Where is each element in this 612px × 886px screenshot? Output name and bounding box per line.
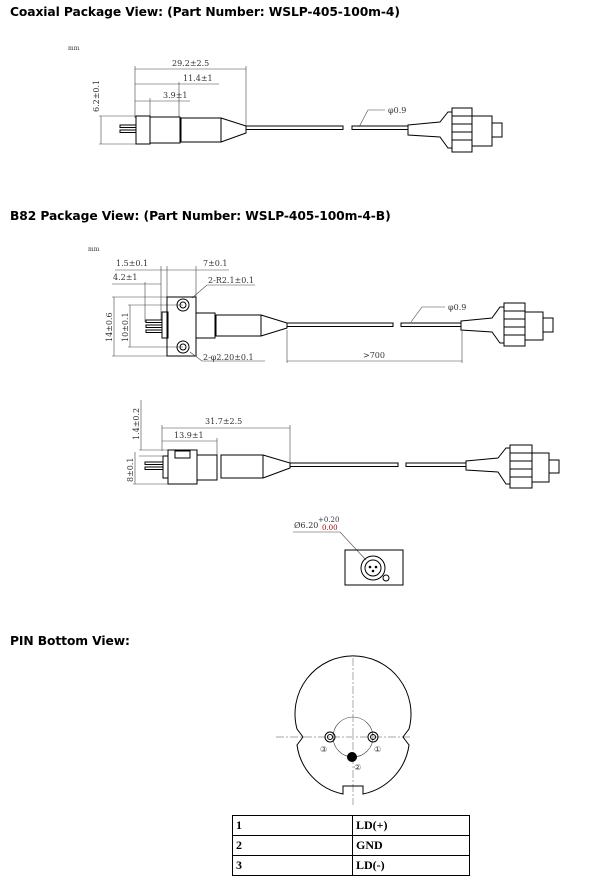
end-view-drawing: Ø6.20 +0.20 0.00 — [293, 516, 404, 586]
dim-tol-upper: +0.20 — [318, 516, 339, 524]
pin-number: 2 — [232, 835, 353, 856]
pin-function: GND — [352, 835, 470, 856]
dim-height: 8±0.1 — [126, 457, 135, 482]
pin-label-2: ② — [354, 763, 361, 772]
pin-function: LD(+) — [352, 815, 470, 836]
b82-heading: B82 Package View: (Part Number: WSLP-405… — [10, 209, 391, 223]
dim-h1: 14±0.6 — [105, 312, 114, 342]
dim-radius: 2-R2.1±0.1 — [208, 276, 254, 285]
dim-total: 29.2±2.5 — [172, 59, 209, 68]
coaxial-heading: Coaxial Package View: (Part Number: WSLP… — [10, 5, 400, 19]
unit-label: mm — [68, 45, 80, 52]
dim-mid: 13.9±1 — [174, 431, 204, 440]
dim-h2: 10±0.1 — [121, 312, 130, 342]
b82-side-drawing: 31.7±2.5 13.9±1 1.4±0.2 8±0.1 — [126, 400, 560, 489]
pin-label-1: ① — [374, 745, 381, 754]
dim-holes: 2-φ2.20±0.1 — [203, 353, 254, 362]
dim-dia: Ø6.20 — [294, 521, 318, 530]
pin-label-3: ③ — [320, 745, 327, 754]
pin-bottom-view: ① ② ③ — [276, 655, 412, 805]
pin-number: 1 — [232, 815, 353, 836]
dim-mid: 11.4±1 — [183, 74, 213, 83]
dim-short: 3.9±1 — [163, 91, 188, 100]
dim-a: 1.5±0.1 — [116, 259, 148, 268]
pin-number: 3 — [232, 855, 353, 876]
coaxial-drawing: mm 29.2±2.5 11.4±1 3.9±1 6.2±0.1 φ0.9 — [68, 45, 503, 153]
unit-label: mm — [88, 246, 100, 253]
dim-fiber: φ0.9 — [448, 303, 466, 312]
dim-length: >700 — [363, 351, 385, 360]
b82-top-drawing: mm 1.5±0.1 7±0.1 4.2±1 2-R2.1±0.1 14±0.6… — [88, 246, 554, 363]
dim-tol-lower: 0.00 — [322, 524, 338, 532]
dim-b: 7±0.1 — [203, 259, 228, 268]
dim-top: 1.4±0.2 — [132, 408, 141, 440]
dim-height: 6.2±0.1 — [92, 80, 101, 112]
dim-c: 4.2±1 — [113, 273, 138, 282]
dim-fiber: φ0.9 — [388, 106, 406, 115]
dim-total: 31.7±2.5 — [205, 417, 242, 426]
pin-function: LD(-) — [352, 855, 470, 876]
pin-heading: PIN Bottom View: — [10, 634, 130, 648]
